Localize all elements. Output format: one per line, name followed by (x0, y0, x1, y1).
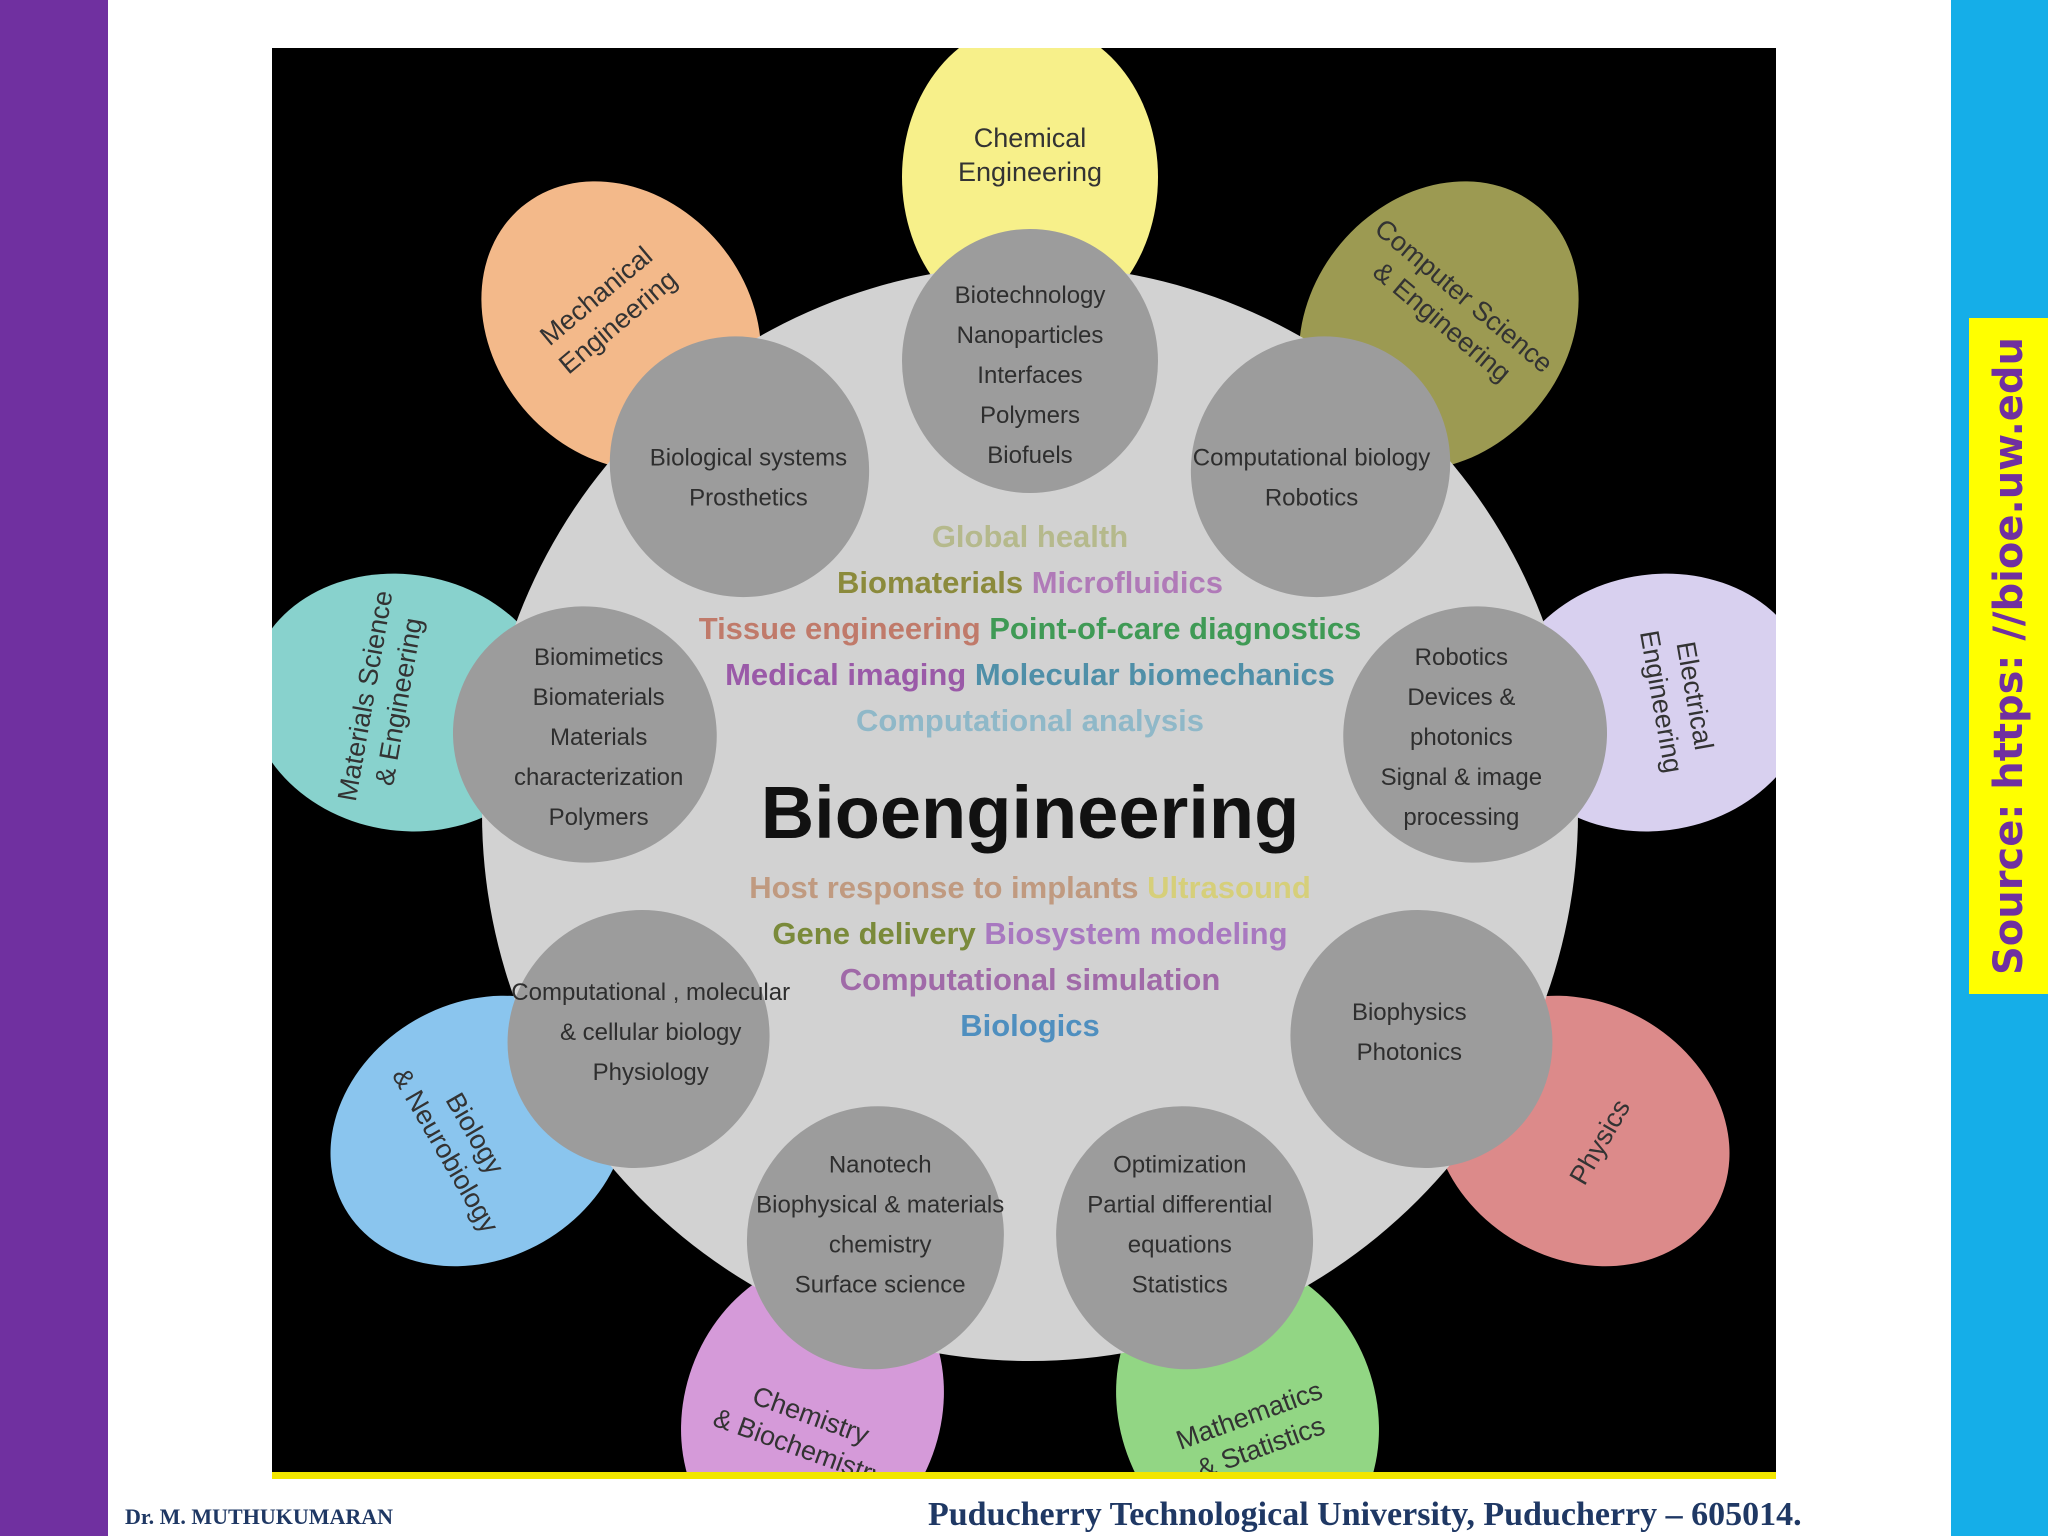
source-label-box: Source: https: //bioe.uw.edu (1969, 318, 2048, 994)
topic-item: Physiology (593, 1059, 709, 1086)
topic-item: Biophysics (1352, 999, 1467, 1026)
topic-lobe (1290, 909, 1553, 1169)
topic-item: Statistics (1132, 1272, 1228, 1299)
topic-list: Computational , molecular & cellular biol… (511, 979, 790, 1086)
discipline-label-line: Engineering (958, 157, 1102, 187)
topic-item: Materials (550, 724, 647, 751)
center-term-row: Computational simulation (840, 962, 1221, 997)
center-term-row: Biomaterials Microfluidics (837, 565, 1223, 600)
topic-item: Devices & (1407, 684, 1515, 711)
topic-lobe (746, 1106, 1004, 1370)
topic-lobe (1190, 336, 1451, 598)
topic-lobe (1343, 606, 1608, 863)
yellow-rule (272, 1472, 1776, 1479)
left-accent-bar (0, 0, 108, 1536)
center-term-row: Host response to implants Ultrasound (749, 870, 1311, 905)
topic-item: Partial differential (1087, 1192, 1272, 1219)
lobe-layer (452, 229, 1608, 1370)
topic-item: & cellular biology (560, 1019, 741, 1046)
topic-item: Nanoparticles (957, 322, 1104, 349)
center-term-row: Gene delivery Biosystem modeling (772, 916, 1287, 951)
center-term: Computational simulation (840, 962, 1221, 997)
center-term: Microfluidics (1023, 565, 1223, 600)
topic-item: Biotechnology (955, 282, 1106, 309)
topic-item: Biofuels (987, 442, 1072, 469)
topic-item: Surface science (795, 1272, 966, 1299)
topic-item: Robotics (1265, 484, 1358, 511)
source-label: Source: https: //bioe.uw.edu (1985, 336, 2032, 976)
topic-item: characterization (514, 764, 683, 791)
center-layer: Bioengineering Global healthBiomaterials… (699, 519, 1362, 1043)
topic-item: equations (1128, 1232, 1232, 1259)
center-term-row: Biologics (960, 1008, 1100, 1043)
center-term: Computational analysis (856, 703, 1204, 738)
topic-item: Optimization (1113, 1152, 1246, 1179)
topic-lobe (902, 229, 1158, 493)
topic-item: Signal & image (1381, 764, 1542, 791)
center-term: Host response to implants (749, 870, 1138, 905)
topic-item: Computational biology (1193, 444, 1430, 471)
center-term: Ultrasound (1139, 870, 1311, 905)
topic-item: Biomimetics (534, 644, 663, 671)
topic-item: chemistry (829, 1232, 932, 1259)
topic-item: Polymers (980, 402, 1080, 429)
topic-item: Robotics (1415, 644, 1508, 671)
topic-item: Computational , molecular (511, 979, 790, 1006)
topic-item: Polymers (549, 804, 649, 831)
center-term: Point-of-care diagnostics (981, 611, 1362, 646)
center-term-row: Computational analysis (856, 703, 1204, 738)
topic-item: Biomaterials (533, 684, 665, 711)
topic-item: Photonics (1357, 1039, 1462, 1066)
center-term: Tissue engineering (699, 611, 981, 646)
center-term: Biomaterials (837, 565, 1023, 600)
topic-lobe (507, 909, 770, 1169)
topic-item: Interfaces (977, 362, 1082, 389)
center-title: Bioengineering (761, 771, 1300, 854)
center-term: Biologics (960, 1008, 1100, 1043)
topic-item: Nanotech (829, 1152, 932, 1179)
center-term: Biosystem modeling (976, 916, 1288, 951)
discipline-label-line: Chemical (974, 123, 1087, 153)
topic-item: Prosthetics (689, 484, 808, 511)
center-term-row: Global health (932, 519, 1128, 554)
topic-lobe (1056, 1106, 1314, 1370)
center-term: Medical imaging (725, 657, 966, 692)
center-term: Gene delivery (772, 916, 976, 951)
center-term-row: Medical imaging Molecular biomechanics (725, 657, 1335, 692)
footer-author: Dr. M. MUTHUKUMARAN (125, 1504, 394, 1529)
center-term-row: Tissue engineering Point-of-care diagnos… (699, 611, 1362, 646)
center-term: Global health (932, 519, 1128, 554)
topic-item: photonics (1410, 724, 1513, 751)
topic-item: Biological systems (650, 444, 847, 471)
footer-institution: Puducherry Technological University, Pud… (928, 1496, 1802, 1533)
center-term: Molecular biomechanics (966, 657, 1335, 692)
topic-lobe (609, 336, 870, 598)
topic-item: processing (1403, 804, 1519, 831)
topic-lobe (452, 606, 717, 863)
topic-item: Biophysical & materials (756, 1192, 1004, 1219)
